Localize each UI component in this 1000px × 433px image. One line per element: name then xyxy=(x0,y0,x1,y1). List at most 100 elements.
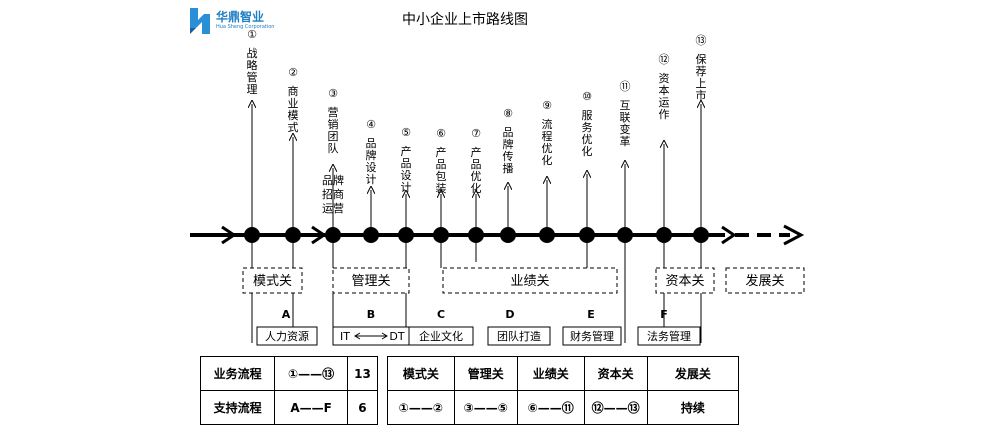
step-label-char: 装 xyxy=(436,182,447,195)
step-label-char: 优 xyxy=(582,133,593,146)
step-label-char: 管 xyxy=(247,70,258,84)
diagram-title: 中小企业上市路线图 xyxy=(402,11,528,28)
steps-layer: ①战略管理②商业模式③营销团队品牌招商运营④品牌设计⑤产品设计⑥产品包装⑦产品优… xyxy=(244,28,709,243)
step-number: ① xyxy=(247,28,257,41)
gate-label: 管理关 xyxy=(351,274,390,289)
table-header: 业绩关 xyxy=(516,356,585,391)
logo-mark-icon xyxy=(190,8,210,34)
gate-box xyxy=(442,267,618,294)
step-label-char: 牌 xyxy=(366,148,377,162)
table-cell: ①——⑬ xyxy=(274,356,348,391)
gate-box xyxy=(655,267,715,294)
step-number: ④ xyxy=(366,118,376,131)
step-label-char: 服 xyxy=(582,109,593,122)
support-letter: F xyxy=(660,308,668,321)
arrow-right-icon xyxy=(381,332,388,340)
timeline-chevron-icon xyxy=(221,225,237,245)
support-F: F 法务管理 xyxy=(637,308,701,346)
table-cell: ⑫——⑬ xyxy=(583,390,648,425)
support-label: 法务管理 xyxy=(647,329,691,343)
process-table: 业务流程 ①——⑬ 13 支持流程 A——F 6 xyxy=(199,356,379,425)
step-number: ⑫ xyxy=(659,53,670,66)
step-number: ③ xyxy=(328,87,338,100)
gate-box xyxy=(332,267,410,294)
table-cell: 业务流程 xyxy=(199,356,276,391)
step-label-char: 牌 xyxy=(503,137,514,151)
gate-5: 发展关 xyxy=(725,267,805,294)
step-label-char: 品 xyxy=(471,158,482,171)
step-label-char: 产 xyxy=(436,145,447,159)
support-label: IT xyxy=(340,330,350,343)
step-label-char: 产 xyxy=(471,145,482,159)
gate-2: 管理关 xyxy=(332,267,410,294)
gate-3: 业绩关 xyxy=(442,267,618,294)
step-label-char: 资 xyxy=(659,72,670,85)
gate-label: 发展关 xyxy=(745,273,784,289)
step-label-char: 计 xyxy=(401,181,412,194)
step-label-char: 设 xyxy=(366,161,377,174)
table-header: 模式关 xyxy=(387,356,455,391)
step-node xyxy=(539,227,555,243)
step-label2-line: 运营 xyxy=(322,201,344,215)
step-number: ⑩ xyxy=(582,90,592,103)
support-box xyxy=(637,326,701,346)
support-label: 人力资源 xyxy=(265,329,309,343)
step-label-char: 营 xyxy=(328,105,339,119)
logo-name: 华鼎智业 xyxy=(216,10,265,24)
step-label-char: 程 xyxy=(542,130,553,143)
timeline-chevron-icon xyxy=(721,225,737,245)
table-cell: 支持流程 xyxy=(199,390,276,425)
step-label-char: 保 xyxy=(696,52,707,66)
table-cell: 持续 xyxy=(646,390,740,425)
step-number: ⑥ xyxy=(436,127,446,140)
gate-box xyxy=(242,267,303,294)
logo: 华鼎智业 Hua Sheng Corporation xyxy=(188,6,278,40)
step-label-char: 播 xyxy=(503,161,514,175)
support-letter: C xyxy=(437,308,445,321)
timeline-chevron-icon xyxy=(311,225,327,245)
support-box xyxy=(562,326,622,346)
support-letter: A xyxy=(282,308,291,321)
arrow-left-icon xyxy=(354,332,361,340)
step-label-char: 务 xyxy=(582,121,593,134)
table-cell: 6 xyxy=(346,390,379,425)
step-label-char: 业 xyxy=(288,97,299,110)
gates-table: 模式关 管理关 业绩关 资本关 发展关 ①——② ③——⑤ ⑥——⑪ ⑫——⑬ … xyxy=(387,356,740,425)
table-header: 资本关 xyxy=(583,356,648,391)
timeline-end-arrow-icon xyxy=(783,224,805,246)
table-row: 模式关 管理关 业绩关 资本关 发展关 xyxy=(387,356,740,391)
step-label-char: 商 xyxy=(288,84,299,98)
table-cell: A——F xyxy=(274,390,348,425)
step-label-char: 本 xyxy=(659,83,670,97)
gate-1: 模式关 xyxy=(242,267,303,294)
table-header: 发展关 xyxy=(646,356,740,391)
support-label: 企业文化 xyxy=(419,329,463,343)
step-label-char: 品 xyxy=(366,137,377,150)
step-label-char: 上 xyxy=(696,77,707,90)
step-label-char: 团 xyxy=(328,130,339,143)
gate-label: 业绩关 xyxy=(510,274,549,289)
table-row: 支持流程 A——F 6 xyxy=(199,390,379,425)
step-label-char: 计 xyxy=(366,173,377,186)
table-cell: ⑥——⑪ xyxy=(516,390,585,425)
step-label-char: 式 xyxy=(288,121,299,134)
logo-subtitle: Hua Sheng Corporation xyxy=(216,24,275,30)
support-box xyxy=(408,326,474,346)
step-node xyxy=(363,227,379,243)
gate-box xyxy=(725,267,805,294)
step-number: ⑨ xyxy=(542,99,552,112)
step-label-char: 市 xyxy=(696,88,707,102)
table-cell: ①——② xyxy=(387,390,455,425)
support-letter: E xyxy=(587,308,595,321)
step-label-char: 变 xyxy=(620,122,631,136)
